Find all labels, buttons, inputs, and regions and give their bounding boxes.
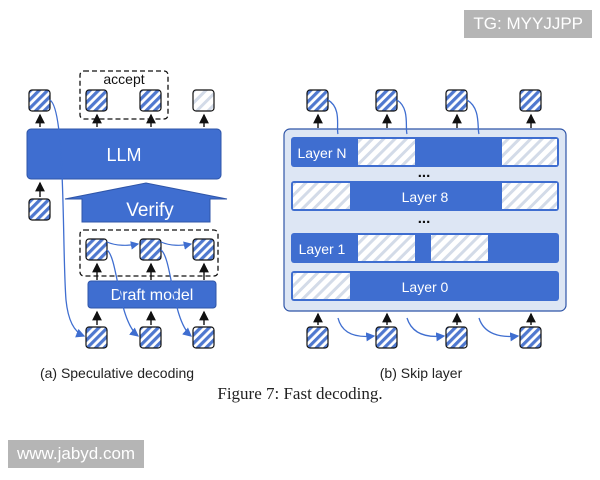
layer-1-skip-1 [358, 235, 415, 261]
input-token-2 [139, 326, 162, 349]
b-input-token-4 [519, 326, 542, 349]
b-output-token-2 [375, 89, 398, 112]
watermark-url: www.jabyd.com [8, 440, 145, 468]
verify-arrow [64, 182, 228, 223]
b-output-token-3 [445, 89, 468, 112]
feed-arrow-b1-top [327, 99, 339, 135]
b-input-token-1 [306, 326, 329, 349]
feed-arrow-b1 [337, 317, 376, 342]
feed-arrow-a2 [106, 249, 140, 337]
b-input-token-2 [375, 326, 398, 349]
draft-tokens-box [79, 229, 219, 277]
layer-8-bar [291, 181, 559, 211]
verify-label: Verify [126, 200, 174, 221]
layer-n-label: Layer N [297, 145, 346, 161]
draft-token-3 [192, 238, 215, 261]
layer-n-skip-2 [502, 139, 557, 165]
layer-stack-container [283, 128, 567, 312]
llm-block [26, 128, 222, 180]
draft-chain-arrow-2 [160, 241, 193, 250]
feed-arrow-b2-top [396, 99, 408, 135]
layer-n-skip-1 [358, 139, 415, 165]
layer-0-label: Layer 0 [402, 279, 449, 295]
layer-1-skip-2 [431, 235, 488, 261]
draft-token-1 [85, 238, 108, 261]
ellipsis-bottom: ... [418, 210, 431, 227]
b-output-token-1 [306, 89, 329, 112]
output-token-1 [28, 89, 51, 112]
output-token-3 [139, 89, 162, 112]
feed-arrow-a1 [49, 99, 86, 338]
feed-arrow-b3-top [466, 99, 480, 135]
b-input-token-3 [445, 326, 468, 349]
feed-arrow-b2 [406, 317, 446, 342]
caption-skip-layer: (b) Skip layer [380, 365, 463, 381]
b-output-token-4 [519, 89, 542, 112]
accept-box [79, 70, 169, 120]
layer-1-label: Layer 1 [299, 241, 346, 257]
layer-8-skip-2 [502, 183, 557, 209]
input-token-1 [85, 326, 108, 349]
ellipsis-top: ... [418, 164, 431, 181]
feed-arrow-b3 [478, 317, 520, 342]
input-token-3 [192, 326, 215, 349]
caption-speculative-decoding: (a) Speculative decoding [40, 365, 194, 381]
panel-speculative-decoding: accept LLM Verify Draft model [26, 70, 228, 381]
layer-0-skip-1 [293, 273, 350, 299]
llm-label: LLM [106, 145, 141, 165]
feed-arrow-a3 [160, 249, 192, 337]
layer-8-skip-1 [293, 183, 350, 209]
draft-model-block [87, 280, 217, 309]
rejected-token [192, 89, 215, 112]
accept-label: accept [103, 71, 144, 87]
layer-0-bar [291, 271, 559, 301]
draft-model-label: Draft model [111, 287, 194, 304]
draft-token-2 [139, 238, 162, 261]
figure-caption: Figure 7: Fast decoding. [217, 384, 383, 403]
layer-8-label: Layer 8 [402, 189, 449, 205]
output-token-2 [85, 89, 108, 112]
llm-input-token [28, 198, 51, 221]
panel-skip-layer: Layer N ... Layer 8 ... Layer 1 Layer 0 [283, 89, 567, 381]
draft-chain-arrow-1 [106, 241, 140, 250]
watermark-tg: TG: MYYJJPP [464, 10, 592, 38]
